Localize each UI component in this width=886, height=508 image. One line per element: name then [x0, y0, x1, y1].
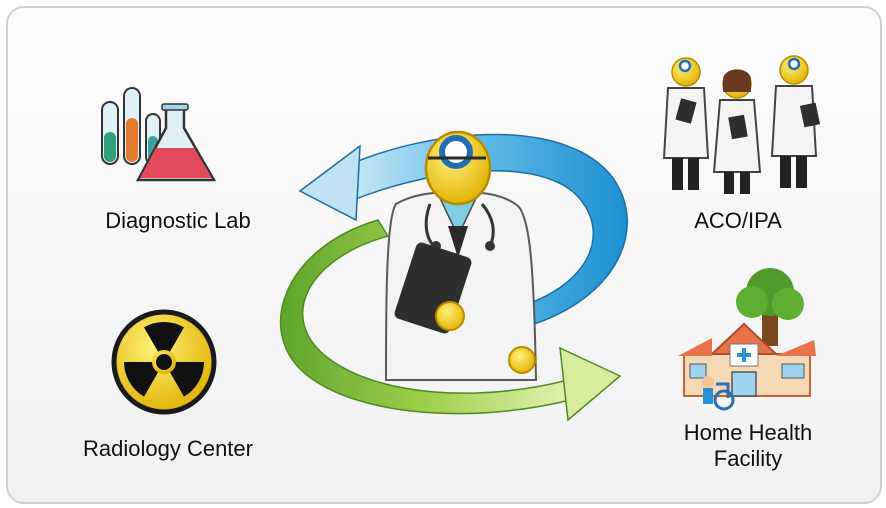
home-health-label-line1: Home Health [683, 420, 813, 445]
radiation-symbol-icon [111, 309, 217, 415]
diagram-canvas [101, 55, 821, 422]
aco-ipa-label: ACO/IPA [694, 208, 782, 233]
lab-flask-icon [101, 87, 217, 182]
doctor-group-icon [662, 55, 821, 194]
diagram-card: Diagnostic Lab ACO/IPA Radiology Center … [6, 6, 882, 504]
home-health-facility-label: Home Health Facility [648, 420, 848, 472]
radiology-center-label: Radiology Center [83, 436, 253, 461]
cycle-arrow-bottom [279, 219, 622, 422]
diagnostic-lab-label: Diagnostic Lab [105, 208, 251, 233]
home-health-label-line2: Facility [713, 446, 783, 471]
home-health-building-icon [678, 268, 816, 411]
doctor-icon [384, 130, 538, 381]
